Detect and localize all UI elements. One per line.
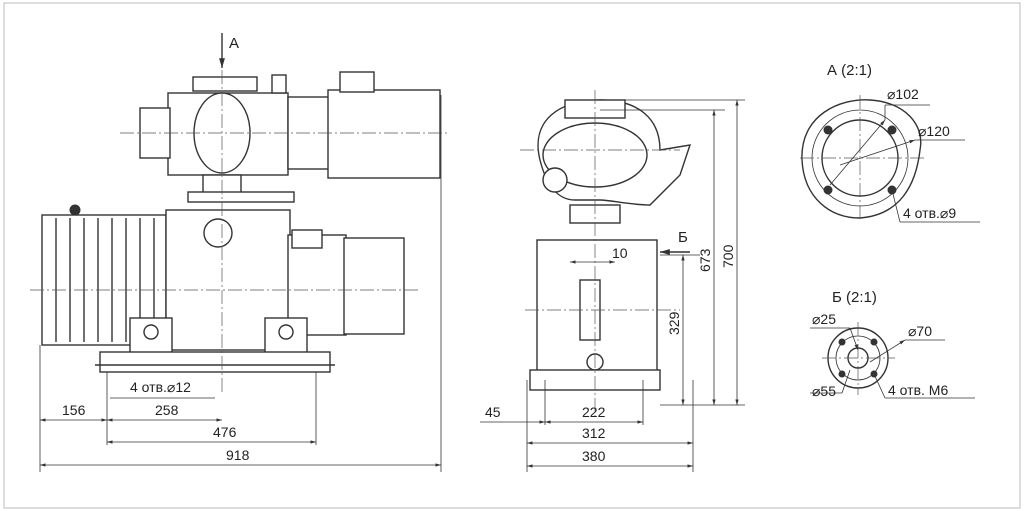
dim-258: 258 bbox=[155, 402, 179, 418]
detail-b-d70: ⌀70 bbox=[908, 323, 932, 339]
dim-476: 476 bbox=[213, 424, 237, 440]
connector-flange bbox=[187, 191, 295, 203]
side-drain bbox=[542, 167, 568, 193]
fitting bbox=[271, 74, 287, 94]
detail-a: А (2:1) ⌀102 ⌀120 4 отв.⌀9 bbox=[800, 62, 980, 223]
dim-700: 700 bbox=[720, 244, 736, 268]
dim-45: 45 bbox=[485, 404, 501, 420]
lifting-eye bbox=[69, 204, 81, 216]
front-hole-note: 4 отв.⌀12 bbox=[130, 379, 191, 395]
detail-b-d25: ⌀25 bbox=[812, 311, 836, 327]
detail-b-holes: 4 отв. М6 bbox=[888, 382, 948, 398]
detail-b-hole-2 bbox=[870, 338, 878, 346]
dim-222: 222 bbox=[582, 404, 606, 420]
dim-673: 673 bbox=[697, 248, 713, 272]
inlet-flange bbox=[192, 76, 258, 92]
detail-b-hole-1 bbox=[838, 338, 846, 346]
detail-a-d120: ⌀120 bbox=[918, 123, 950, 139]
detail-b-hole-3 bbox=[838, 370, 846, 378]
detail-a-holes: 4 отв.⌀9 bbox=[903, 205, 956, 221]
lower-motor bbox=[343, 237, 405, 335]
detail-b: Б (2:1) ⌀25 ⌀70 ⌀55 4 отв. М6 bbox=[810, 289, 975, 399]
detail-a-hole-2 bbox=[887, 125, 897, 135]
dim-312: 312 bbox=[582, 425, 606, 441]
detail-a-hole-1 bbox=[823, 125, 833, 135]
dim-329: 329 bbox=[666, 311, 682, 335]
side-view: Б 10 45 222 312 380 329 673 700 bbox=[480, 90, 745, 472]
left-foot-hole bbox=[143, 324, 159, 340]
detail-b-d55: ⌀55 bbox=[812, 383, 836, 399]
lower-terminal-box bbox=[291, 229, 323, 249]
dim-918: 918 bbox=[226, 447, 250, 463]
sight-glass bbox=[203, 218, 233, 248]
dim-380: 380 bbox=[582, 448, 606, 464]
detail-a-hole-3 bbox=[823, 185, 833, 195]
motor-terminal-box bbox=[339, 71, 375, 93]
dim-10: 10 bbox=[612, 245, 628, 261]
detail-a-flange-outline bbox=[801, 99, 922, 219]
view-marker-a: A bbox=[229, 35, 239, 52]
dim-156: 156 bbox=[62, 402, 86, 418]
right-foot-hole bbox=[278, 324, 294, 340]
view-marker-b: Б bbox=[678, 229, 688, 246]
detail-b-title: Б (2:1) bbox=[832, 289, 877, 306]
detail-a-d102: ⌀102 bbox=[887, 86, 919, 102]
detail-a-title: А (2:1) bbox=[827, 62, 872, 79]
booster-motor bbox=[327, 89, 441, 179]
page-border bbox=[3, 2, 1021, 509]
front-view: A bbox=[30, 33, 450, 472]
base-frame bbox=[99, 351, 331, 373]
